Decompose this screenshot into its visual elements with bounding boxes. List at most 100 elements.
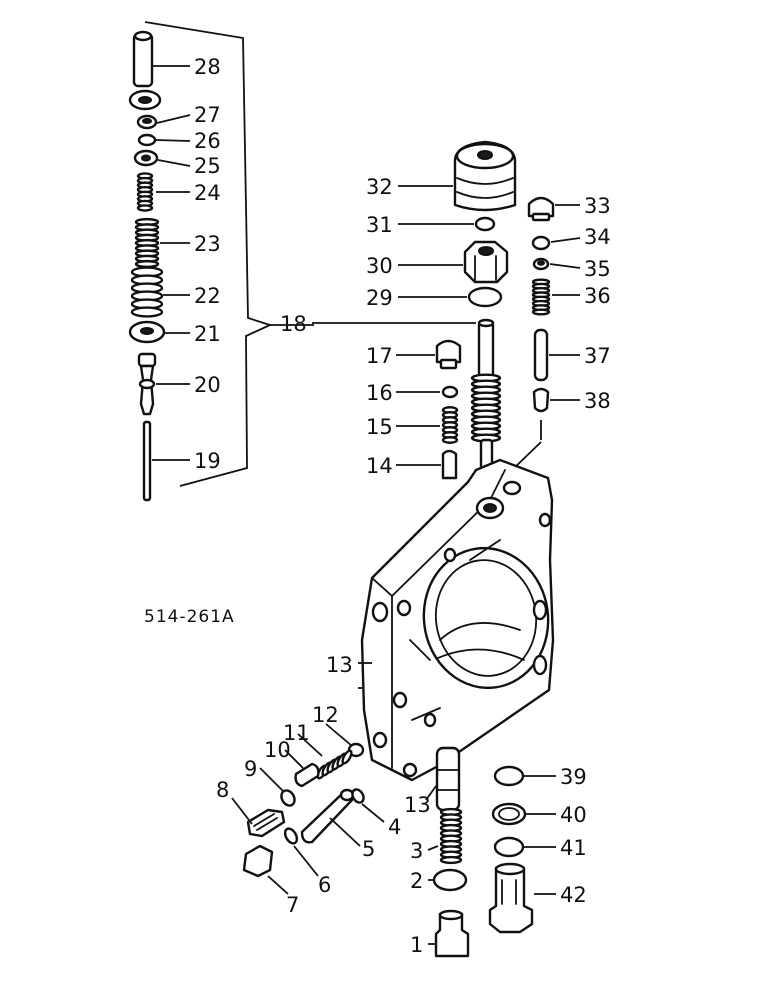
- callout-14: 14: [366, 454, 393, 478]
- part-21-washer: [128, 320, 166, 344]
- leader-lines-middle: [312, 185, 476, 466]
- callout-18: 18: [280, 312, 307, 336]
- part-17-plug: [435, 339, 462, 370]
- spring-coil: [130, 306, 164, 318]
- part-42-plug: [488, 862, 534, 934]
- part-23-spring: [134, 217, 160, 269]
- part-20-valve: [137, 352, 157, 416]
- part-19-rod: [142, 420, 152, 502]
- part-6-oring: [283, 827, 299, 845]
- part-2-oring: [432, 868, 468, 892]
- callout-13-housing: 13: [326, 653, 353, 677]
- part-18-valve-stem: [470, 318, 502, 478]
- callout-33: 33: [584, 194, 611, 218]
- part-29-oring: [467, 286, 503, 308]
- callout-10: 10: [264, 738, 291, 762]
- part-14-plunger: [441, 449, 458, 480]
- part-13-cartridge: [435, 746, 461, 812]
- callout-labels: 28 27 26 25 24 23 22 21 20 19 18 17 16 1…: [194, 55, 611, 957]
- callout-37: 37: [584, 344, 611, 368]
- callout-7: 7: [286, 893, 299, 917]
- spring-coil: [136, 204, 154, 212]
- callout-26: 26: [194, 129, 221, 153]
- callout-2: 2: [410, 869, 423, 893]
- part-41-oring: [493, 836, 525, 858]
- callout-35: 35: [584, 257, 611, 281]
- callout-30: 30: [366, 254, 393, 278]
- callout-15: 15: [366, 415, 393, 439]
- leader-lines-lower-center: [358, 662, 439, 945]
- callout-40: 40: [560, 803, 587, 827]
- callout-23: 23: [194, 232, 221, 256]
- callout-31: 31: [366, 213, 393, 237]
- part-4-oring: [351, 788, 365, 804]
- leader-lines-lower-left: [231, 687, 385, 895]
- callout-27: 27: [194, 103, 221, 127]
- callout-39: 39: [560, 765, 587, 789]
- callout-11: 11: [283, 721, 310, 745]
- part-25-seal: [133, 149, 159, 167]
- spring-coil: [531, 308, 551, 316]
- part-38-ball-seat: [532, 387, 550, 440]
- part-15-spring: [441, 406, 459, 444]
- callout-24: 24: [194, 181, 221, 205]
- part-24-spring: [136, 172, 154, 212]
- spring-coil: [439, 855, 463, 865]
- callout-28: 28: [194, 55, 221, 79]
- leader-lines-left: [152, 65, 191, 461]
- part-16-oring: [441, 385, 459, 399]
- callout-21: 21: [194, 322, 221, 346]
- callout-32: 32: [366, 175, 393, 199]
- callout-12: 12: [312, 703, 339, 727]
- callout-29: 29: [366, 286, 393, 310]
- part-7-cap: [242, 844, 274, 878]
- callout-25: 25: [194, 154, 221, 178]
- callout-8: 8: [216, 778, 229, 802]
- leader-lines-lower-right: [524, 775, 556, 895]
- callout-13-cartridge: 13: [404, 793, 431, 817]
- part-28-pin: [128, 30, 162, 111]
- spring-coil: [441, 436, 459, 444]
- part-10-plunger: [294, 762, 320, 788]
- callout-19: 19: [194, 449, 221, 473]
- callout-3: 3: [410, 839, 423, 863]
- part-11-spring: [316, 749, 353, 780]
- callout-9: 9: [244, 757, 257, 781]
- drawing-number: 514-261A: [144, 607, 235, 627]
- part-1-plug: [434, 909, 470, 958]
- part-31-oring: [474, 216, 496, 232]
- part-8-fitting: [246, 808, 286, 838]
- part-33-plug: [527, 196, 555, 222]
- callout-38: 38: [584, 389, 611, 413]
- part-27-washer: [136, 114, 158, 130]
- callout-20: 20: [194, 373, 221, 397]
- callout-34: 34: [584, 225, 611, 249]
- spring-coil: [341, 749, 353, 765]
- callout-16: 16: [366, 381, 393, 405]
- callout-4: 4: [388, 815, 401, 839]
- part-26-ring: [137, 133, 157, 147]
- part-35-seal: [532, 257, 550, 271]
- part-3-spring: [439, 807, 463, 865]
- callout-36: 36: [584, 284, 611, 308]
- callout-41: 41: [560, 836, 587, 860]
- part-32-cap: [453, 140, 517, 212]
- callout-5: 5: [362, 837, 375, 861]
- callout-42: 42: [560, 883, 587, 907]
- callout-6: 6: [318, 873, 331, 897]
- callout-1: 1: [410, 933, 423, 957]
- callout-17: 17: [366, 344, 393, 368]
- part-37-pin: [533, 328, 549, 382]
- part-30-nut: [463, 240, 509, 284]
- part-5-tube: [300, 788, 355, 844]
- callout-22: 22: [194, 284, 221, 308]
- part-40-washer: [491, 802, 527, 826]
- part-13-housing: [360, 458, 555, 782]
- part-22-spring: [130, 266, 164, 318]
- part-9-oring: [280, 789, 296, 807]
- part-34-oring: [531, 235, 551, 251]
- part-39-oring: [493, 765, 525, 787]
- part-36-spring: [531, 278, 551, 316]
- spring-coil: [134, 259, 160, 269]
